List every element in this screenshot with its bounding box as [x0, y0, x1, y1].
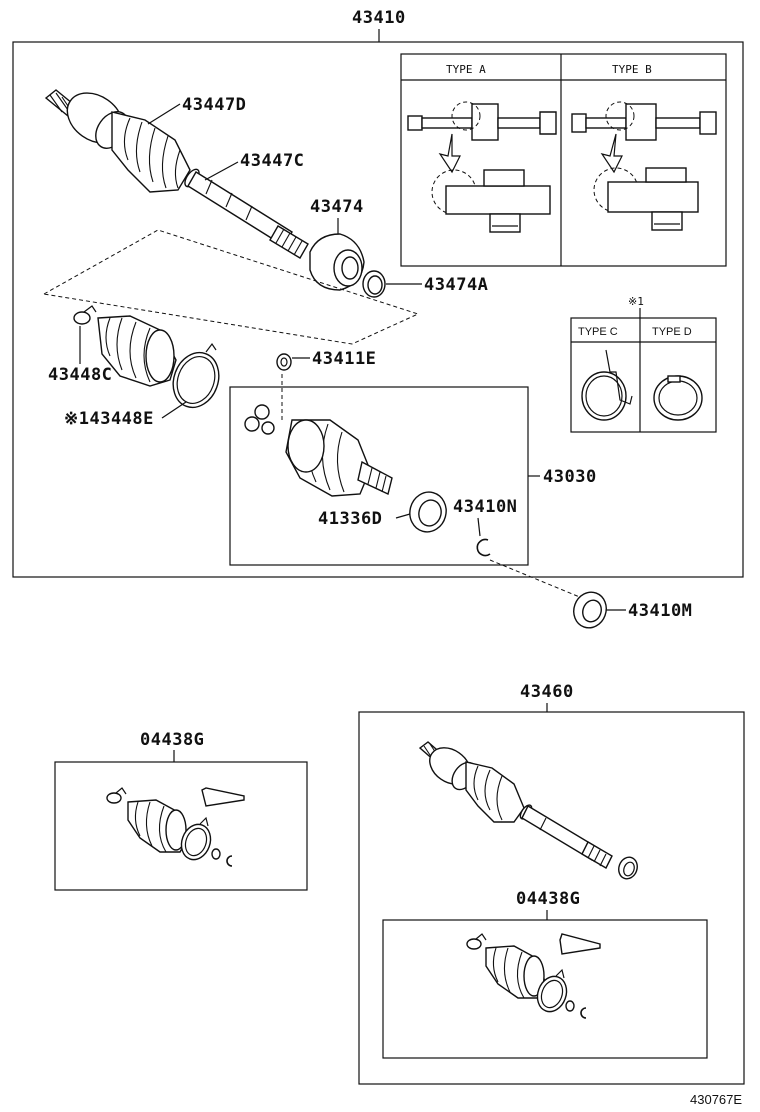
type-cd-frame — [570, 317, 717, 433]
inner-large-clamp — [172, 351, 220, 409]
label-43448C[interactable]: 43448C — [48, 365, 112, 385]
type-ab-frame — [400, 53, 727, 267]
boot-kit-right-drawing — [466, 933, 601, 1019]
inner-joint-group: 43030 41336D 43410N — [229, 374, 597, 566]
type-b-heading: TYPE B — [612, 63, 652, 76]
type-ab-panel: TYPE A TYPE B — [400, 53, 727, 267]
label-43411E[interactable]: 43411E — [312, 349, 376, 369]
small-ring-group: 43411E — [276, 349, 376, 371]
label-43410[interactable]: 43410 — [352, 8, 406, 28]
label-43448E[interactable]: ※143448E — [64, 409, 154, 429]
inner-joint-stem — [357, 460, 393, 495]
dust-seal-guide — [489, 559, 583, 599]
type-c-heading: TYPE C — [578, 326, 618, 338]
boot-kit-left-frame — [54, 761, 308, 891]
leader-43448E — [161, 401, 187, 419]
joint-housing-group: 43474 43474A — [309, 197, 488, 298]
label-43474[interactable]: 43474 — [310, 197, 364, 217]
outer-labels: 43447D 43447C — [147, 95, 304, 181]
label-43447C[interactable]: 43447C — [240, 151, 304, 171]
type-a-heading: TYPE A — [446, 63, 486, 76]
small-ring — [276, 353, 292, 371]
type-a-shaft-drawing — [407, 101, 557, 233]
boot-kit-left-grease — [201, 787, 245, 807]
type-d-clamp-drawing — [653, 375, 703, 421]
inner-small-clamp — [73, 311, 91, 325]
label-43474A[interactable]: 43474A — [424, 275, 488, 295]
label-41336D[interactable]: 41336D — [318, 509, 382, 529]
boot-kit-left-group: 04438G — [54, 730, 308, 891]
footer-code: 430767E — [690, 1092, 742, 1107]
leader-43447D — [147, 103, 181, 125]
type-cd-panel: ※1 TYPE C TYPE D — [570, 295, 717, 433]
type-d-heading: TYPE D — [652, 326, 692, 338]
rh-assembly-frame — [358, 711, 745, 1085]
label-43030[interactable]: 43030 — [543, 467, 597, 487]
snap-ring — [476, 538, 491, 557]
outer-shaft-assembly — [44, 89, 309, 259]
label-43460[interactable]: 43460 — [520, 682, 574, 702]
label-43410M[interactable]: 43410M — [628, 601, 692, 621]
label-04438G-right[interactable]: 04438G — [516, 889, 580, 909]
leader-43447C — [204, 161, 239, 181]
label-04438G-left[interactable]: 04438G — [140, 730, 204, 750]
type-c-clamp-drawing — [581, 349, 633, 421]
leader-43410N — [477, 517, 481, 537]
rh-shaft-drawing — [418, 741, 638, 880]
boot-kit-right-frame — [382, 919, 708, 1059]
main-assembly-frame — [12, 41, 744, 578]
tripod-spider — [244, 374, 283, 435]
outer-boot — [111, 111, 191, 193]
note-mark-1: ※1 — [628, 295, 644, 308]
exploded-guide-dashed — [43, 229, 420, 345]
leader-41336D — [395, 513, 411, 519]
rh-assembly-group: 43460 04438G — [358, 682, 745, 1085]
type-b-shaft-drawing — [571, 101, 717, 231]
main-assembly-group: 43410 — [12, 8, 744, 578]
label-43410N[interactable]: 43410N — [453, 497, 517, 517]
inner-boot-group: 43448C ※143448E — [48, 305, 220, 429]
label-43447D[interactable]: 43447D — [182, 95, 246, 115]
dust-seal-group: 43410M — [489, 559, 692, 629]
